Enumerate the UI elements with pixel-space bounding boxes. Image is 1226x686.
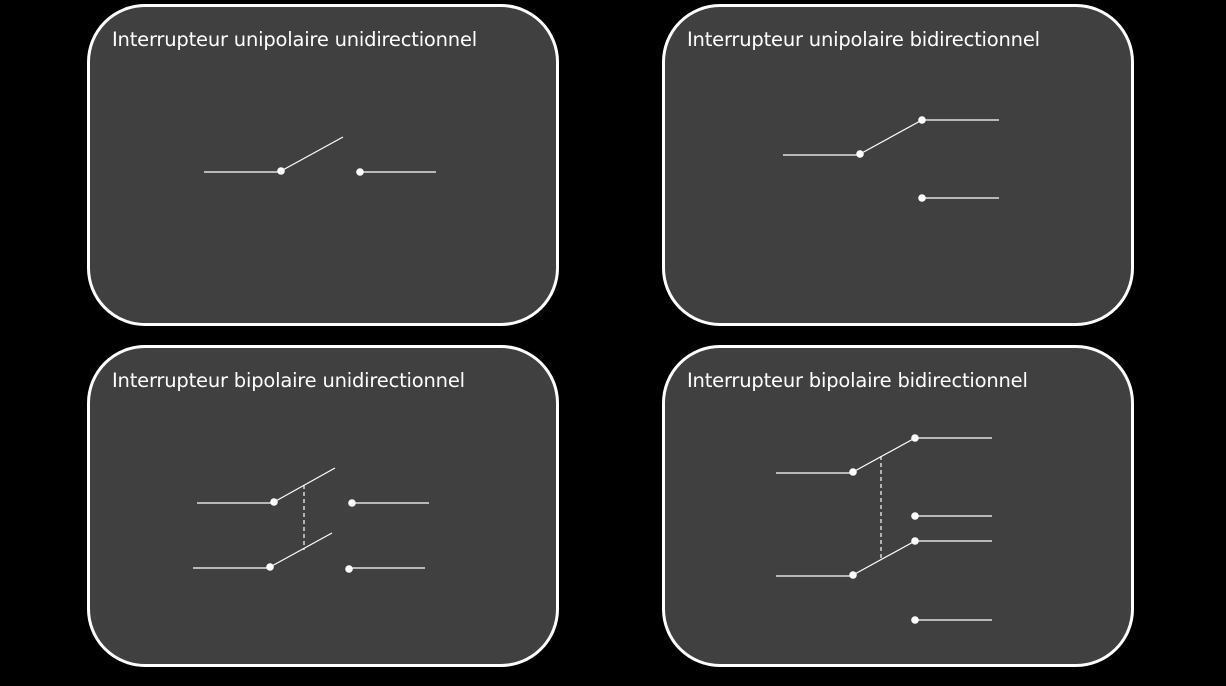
panel-title: Interrupteur unipolaire bidirectionnel (687, 28, 1040, 51)
panel-double-pole-double-throw: Interrupteur bipolaire bidirectionnel (662, 345, 1134, 667)
panel-single-pole-single-throw: Interrupteur unipolaire unidirectionnel (87, 4, 559, 326)
panel-title: Interrupteur unipolaire unidirectionnel (112, 28, 477, 51)
panel-double-pole-single-throw: Interrupteur bipolaire unidirectionnel (87, 345, 559, 667)
panel-title: Interrupteur bipolaire bidirectionnel (687, 369, 1028, 392)
panel-title: Interrupteur bipolaire unidirectionnel (112, 369, 465, 392)
panel-single-pole-double-throw: Interrupteur unipolaire bidirectionnel (662, 4, 1134, 326)
